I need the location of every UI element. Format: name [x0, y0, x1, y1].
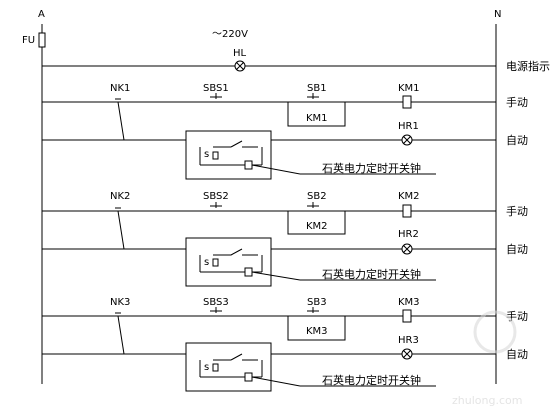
timer-coil-1: [244, 160, 253, 170]
holding-contact-label-1: KM1: [306, 113, 328, 124]
holding-contact-loop-2: [287, 211, 346, 235]
start-button-2: [210, 202, 222, 208]
power-indicator-row: HL 电源指示: [42, 48, 550, 73]
control-circuit-3: NK3 SBS3 SB3 KM3 KM3 HR3 s 石英电力定时开关钟 手动 …: [42, 297, 528, 392]
selector-label-2: NK2: [110, 191, 130, 202]
stop-button-2: [307, 202, 319, 208]
start-button-1: [210, 93, 222, 99]
timer-box-1: [185, 130, 272, 180]
timer-coil-3: [244, 372, 253, 382]
run-lamp-cross-3: [403, 350, 411, 358]
timer-leads-1: [199, 147, 263, 166]
run-lamp-label-3: HR3: [398, 335, 419, 346]
neutral-label: N: [494, 9, 501, 20]
stop-label-3: SB3: [307, 297, 327, 308]
selector-label-3: NK3: [110, 297, 130, 308]
timer-label-2: 石英电力定时开关钟: [322, 267, 421, 281]
selector-label-1: NK1: [110, 83, 130, 94]
selector-switch-1: [117, 101, 125, 141]
timer-leader-1: [251, 164, 301, 175]
fuse-label: FU: [22, 35, 35, 46]
timer-contact-3: [213, 353, 258, 361]
timer-coil-2: [244, 267, 253, 277]
start-label-2: SBS2: [203, 191, 229, 202]
auto-label-2: 自动: [506, 243, 528, 256]
timer-leader-2: [251, 271, 301, 281]
phase-a-label: A: [38, 9, 45, 20]
manual-label-1: 手动: [506, 95, 528, 109]
contactor-coil-3: [402, 309, 412, 323]
timer-motor-1: [212, 151, 219, 160]
contactor-coil-2: [402, 204, 412, 218]
hl-lamp-cross: [236, 62, 244, 70]
run-lamp-cross-2: [403, 245, 411, 253]
control-circuit-2: NK2 SBS2 SB2 KM2 KM2 HR2 s 石英电力定时开关钟 手动 …: [42, 191, 528, 287]
timer-leads-3: [199, 360, 263, 378]
timer-s-label-1: s: [204, 149, 209, 160]
timer-leader-3: [251, 376, 301, 387]
control-circuit-1: NK1 SBS1 SB1 KM1 KM1 HR1 s 石英电力定时开关钟 手动 …: [42, 83, 528, 180]
contactor-label-3: KM3: [398, 297, 420, 308]
indicator-label: 电源指示: [506, 59, 550, 73]
selector-switch-2: [117, 210, 125, 250]
start-button-3: [210, 307, 222, 313]
run-lamp-label-2: HR2: [398, 229, 419, 240]
hl-label: HL: [233, 48, 247, 59]
contactor-coil-1: [402, 95, 412, 109]
holding-contact-loop-1: [287, 102, 346, 127]
timer-s-label-2: s: [204, 257, 209, 268]
manual-label-2: 手动: [506, 204, 528, 218]
timer-label-3: 石英电力定时开关钟: [322, 373, 421, 387]
timer-label-1: 石英电力定时开关钟: [322, 161, 421, 175]
auto-label-3: 自动: [506, 348, 528, 361]
timer-leads-2: [199, 255, 263, 273]
holding-contact-loop-3: [287, 316, 346, 341]
stop-label-1: SB1: [307, 83, 327, 94]
watermark-logo-icon: [473, 310, 517, 354]
stop-button-1: [307, 93, 319, 99]
selector-switch-3: [117, 315, 125, 355]
holding-contact-label-2: KM2: [306, 221, 328, 232]
supply-section: A N FU ～220V: [22, 9, 501, 384]
fuse-symbol: [38, 32, 46, 48]
stop-label-2: SB2: [307, 191, 327, 202]
timer-motor-2: [212, 258, 219, 267]
start-label-3: SBS3: [203, 297, 229, 308]
watermark: zhulong.com: [452, 310, 522, 407]
timer-motor-3: [212, 363, 219, 372]
stop-button-3: [307, 307, 319, 313]
timer-box-2: [185, 237, 272, 287]
timer-box-3: [185, 342, 272, 392]
start-label-1: SBS1: [203, 83, 229, 94]
run-lamp-cross-1: [403, 136, 411, 144]
holding-contact-label-3: KM3: [306, 326, 328, 337]
timer-contact-1: [213, 140, 258, 148]
auto-label-1: 自动: [506, 134, 528, 147]
timer-s-label-3: s: [204, 362, 209, 373]
run-lamp-label-1: HR1: [398, 121, 419, 132]
voltage-label: ～220V: [212, 29, 248, 40]
contactor-label-1: KM1: [398, 83, 420, 94]
contactor-label-2: KM2: [398, 191, 420, 202]
timer-contact-2: [213, 248, 258, 256]
watermark-text: zhulong.com: [452, 394, 522, 407]
